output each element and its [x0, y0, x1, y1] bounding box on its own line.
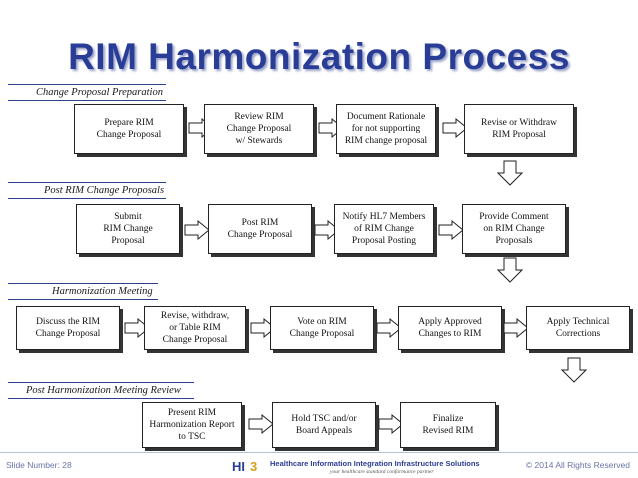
- right-arrow-icon: [124, 318, 150, 338]
- section-harmonization-meeting: Harmonization Meeting: [8, 283, 158, 300]
- section-post-harmonization-meeting-review: Post Harmonization Meeting Review: [8, 382, 194, 399]
- box-finalize-revised-rim: Finalize Revised RIM: [400, 402, 496, 448]
- svg-text:3: 3: [250, 459, 257, 474]
- section-change-proposal-preparation: Change Proposal Preparation: [8, 84, 166, 101]
- right-arrow-icon: [378, 414, 404, 434]
- copyright: © 2014 All Rights Reserved: [525, 460, 630, 470]
- company-name: Healthcare Information Integration Infra…: [270, 459, 480, 468]
- section-label: Post Harmonization Meeting Review: [26, 385, 181, 396]
- box-vote-on-rim-change-proposal: Vote on RIM Change Proposal: [270, 306, 374, 350]
- box-apply-technical-corrections: Apply Technical Corrections: [526, 306, 630, 350]
- svg-text:HI: HI: [232, 459, 245, 474]
- box-prepare-rim-change-proposal: Prepare RIM Change Proposal: [74, 104, 184, 154]
- right-arrow-icon: [376, 318, 402, 338]
- right-arrow-icon: [442, 118, 468, 138]
- box-review-rim-change-proposal: Review RIM Change Proposal w/ Stewards: [204, 104, 314, 154]
- box-hold-tsc-board-appeals: Hold TSC and/or Board Appeals: [272, 402, 376, 448]
- box-revise-or-withdraw: Revise or Withdraw RIM Proposal: [464, 104, 574, 154]
- down-arrow-icon: [497, 257, 523, 283]
- right-arrow-icon: [503, 318, 529, 338]
- slide-number: Slide Number: 28: [6, 460, 72, 470]
- company-tagline: your healthcare standard conformance par…: [330, 469, 434, 475]
- box-provide-comment: Provide Comment on RIM Change Proposals: [462, 204, 566, 254]
- right-arrow-icon: [250, 318, 276, 338]
- section-label: Harmonization Meeting: [52, 286, 153, 297]
- right-arrow-icon: [314, 220, 340, 240]
- box-apply-approved-changes: Apply Approved Changes to RIM: [398, 306, 502, 350]
- section-post-rim-change-proposals: Post RIM Change Proposals: [8, 182, 166, 199]
- hi3-logo-icon: HI 3: [230, 458, 266, 474]
- right-arrow-icon: [184, 220, 210, 240]
- box-submit-rim-change-proposal: Submit RIM Change Proposal: [76, 204, 180, 254]
- down-arrow-icon: [497, 160, 523, 186]
- right-arrow-icon: [248, 414, 274, 434]
- box-document-rationale: Document Rationale for not supporting RI…: [336, 104, 436, 154]
- box-discuss-rim-change-proposal: Discuss the RIM Change Proposal: [16, 306, 120, 350]
- box-post-rim-change-proposal: Post RIM Change Proposal: [208, 204, 312, 254]
- down-arrow-icon: [561, 357, 587, 383]
- box-revise-withdraw-table: Revise, withdraw, or Table RIM Change Pr…: [144, 306, 246, 350]
- box-notify-hl7-members: Notify HL7 Members of RIM Change Proposa…: [334, 204, 434, 254]
- slide-title: RIM Harmonization Process: [68, 36, 570, 77]
- section-label: Change Proposal Preparation: [36, 87, 163, 98]
- right-arrow-icon: [438, 220, 464, 240]
- section-label: Post RIM Change Proposals: [44, 185, 165, 196]
- footer-divider: [0, 452, 638, 453]
- box-present-rim-harmonization-report: Present RIM Harmonization Report to TSC: [142, 402, 242, 448]
